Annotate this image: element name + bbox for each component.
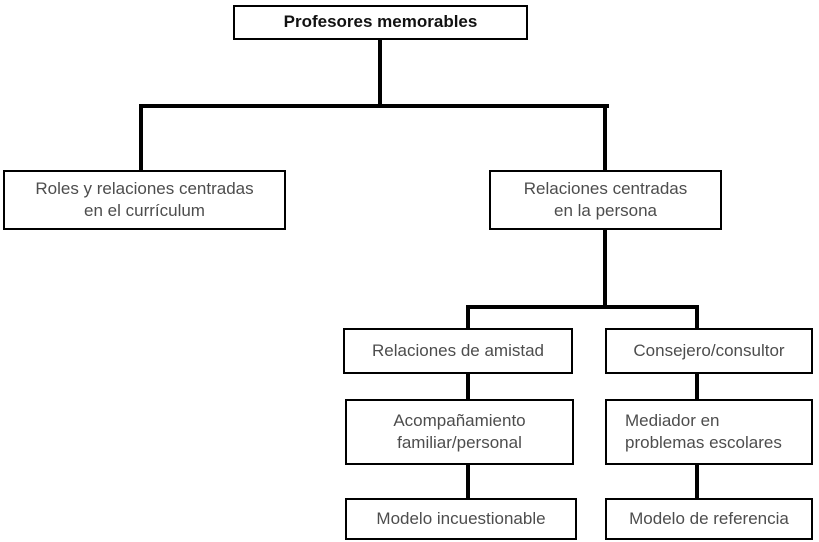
node-profesores-memorables: Profesores memorables [233,5,528,40]
connector-level2-right-drop [603,104,607,172]
connector-level3-bus [466,305,699,309]
node-modelo-referencia: Modelo de referencia [605,498,813,540]
connector-persona-down [603,230,607,309]
connector-root-down [378,40,382,108]
node-label: Modelo incuestionable [376,508,546,528]
node-label: Modelo de referencia [629,508,789,528]
node-relaciones-amistad: Relaciones de amistad [343,328,573,374]
node-label: Consejero/consultor [633,340,785,360]
connector-level2-bus [139,104,609,108]
connector-acompanamiento-to-modelo [466,463,470,500]
connector-level3-right-drop [695,305,699,330]
node-label: Relaciones de amistad [372,340,544,360]
connector-consejero-to-mediador [695,372,699,401]
node-consejero-consultor: Consejero/consultor [605,328,813,374]
connector-mediador-to-modelo [695,463,699,500]
node-modelo-incuestionable: Modelo incuestionable [345,498,577,540]
connector-level2-left-drop [139,104,143,172]
node-label: Profesores memorables [283,12,478,32]
connector-level3-left-drop [466,305,470,330]
connector-amistad-to-acompanamiento [466,372,470,401]
